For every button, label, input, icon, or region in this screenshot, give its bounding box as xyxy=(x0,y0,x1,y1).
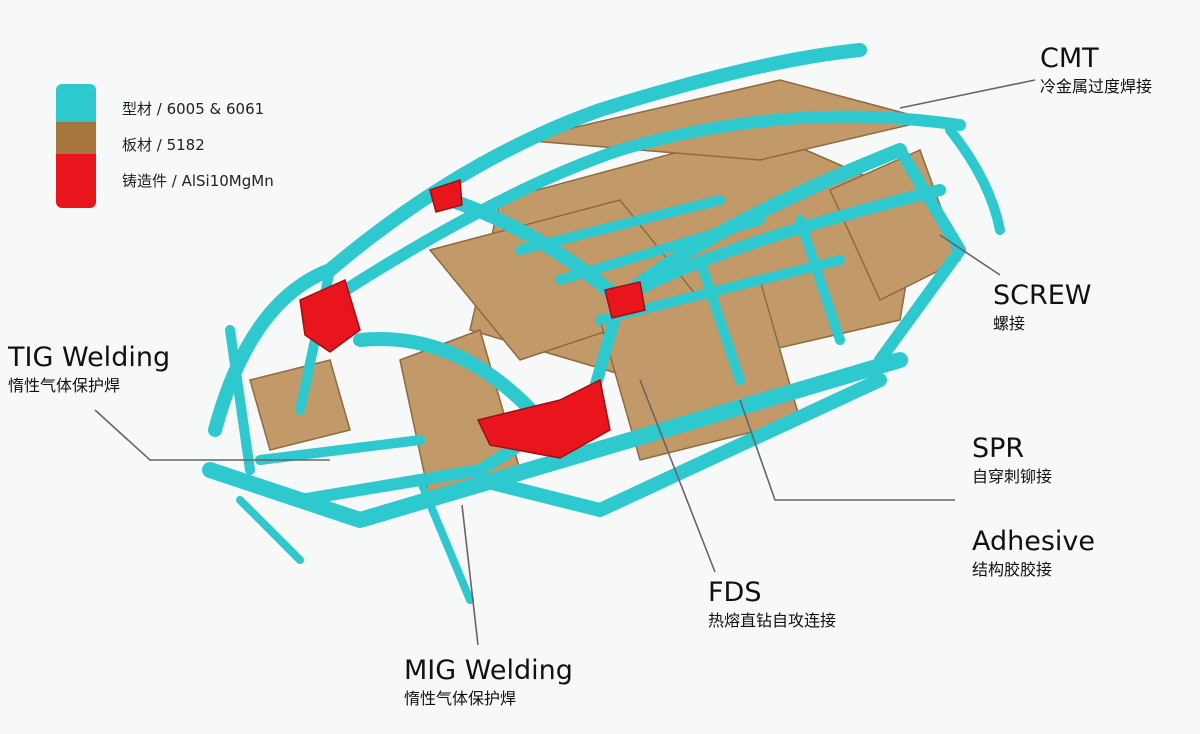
callout-cmt: CMT 冷金属过度焊接 xyxy=(1040,44,1152,98)
callout-spr-title: SPR xyxy=(972,433,1025,464)
callout-fds-title: FDS xyxy=(708,577,762,608)
screw-leader-line xyxy=(939,234,1001,276)
legend-color-bar xyxy=(56,84,96,208)
callout-screw-subtitle: 螺接 xyxy=(993,314,1026,333)
legend-swatch-casting xyxy=(56,154,96,208)
callout-mig-title: MIG Welding xyxy=(404,655,573,686)
callout-mig-welding: MIG Welding 惰性气体保护焊 xyxy=(404,656,573,710)
legend-label-extrusion: 型材 / 6005 & 6061 xyxy=(122,100,265,118)
mig-leader-line xyxy=(461,504,479,646)
callout-cmt-title: CMT xyxy=(1040,43,1099,74)
legend-label-casting: 铸造件 / AlSi10MgMn xyxy=(122,172,274,190)
cast-nodes xyxy=(299,178,646,459)
legend-label-sheet: 板材 / 5182 xyxy=(122,136,205,154)
callout-adhesive: Adhesive 结构胶胶接 xyxy=(972,527,1095,581)
spr-leader-line xyxy=(739,399,955,501)
callout-screw-title: SCREW xyxy=(993,280,1092,311)
callout-adhesive-title: Adhesive xyxy=(972,526,1096,557)
callout-mig-subtitle: 惰性气体保护焊 xyxy=(404,689,517,708)
callout-tig-title: TIG Welding xyxy=(8,342,171,373)
callout-tig-welding: TIG Welding 惰性气体保护焊 xyxy=(8,343,170,397)
callout-cmt-subtitle: 冷金属过度焊接 xyxy=(1040,77,1153,96)
extrusion-members xyxy=(202,43,1005,604)
callout-fds-subtitle: 热熔直钻自攻连接 xyxy=(708,611,837,630)
callout-adhesive-subtitle: 结构胶胶接 xyxy=(972,560,1053,579)
legend-swatch-sheet xyxy=(56,122,96,154)
callout-tig-subtitle: 惰性气体保护焊 xyxy=(8,376,121,395)
legend-swatch-extrusion xyxy=(56,84,96,122)
callout-spr-subtitle: 自穿刺铆接 xyxy=(972,467,1053,486)
callout-spr: SPR 自穿刺铆接 xyxy=(972,434,1052,488)
cmt-leader-line xyxy=(899,79,1036,109)
fds-leader-line xyxy=(639,379,716,573)
callout-fds: FDS 热熔直钻自攻连接 xyxy=(708,578,836,632)
tig-leader-line xyxy=(94,409,330,461)
callout-screw: SCREW 螺接 xyxy=(993,281,1092,335)
